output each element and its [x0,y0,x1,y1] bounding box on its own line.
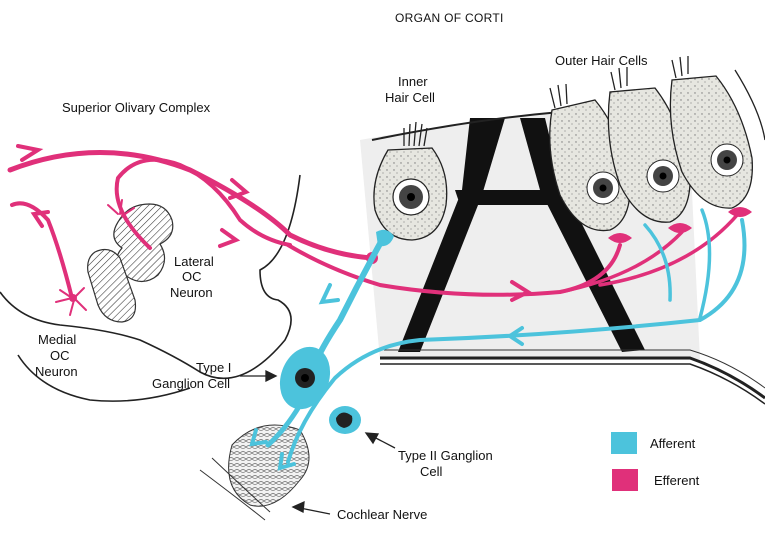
label-cochlear-nerve: Cochlear Nerve [337,507,427,522]
label-inner-hair-cell-1: Inner [398,74,428,89]
diagram-title: ORGAN OF CORTI [395,11,504,25]
efferent-fiber-medial [12,203,72,298]
label-lateral-oc-1: Lateral [174,254,214,269]
label-medial-oc-2: OC [50,348,70,363]
outer-hair-cells [550,56,765,231]
legend-swatch-efferent [612,469,638,491]
label-medial-oc-3: Neuron [35,364,78,379]
label-type2-1: Type II Ganglion [398,448,493,463]
label-medial-oc-1: Medial [38,332,76,347]
efferent-arrow-1 [18,146,38,160]
type-2-ganglion-cell [329,406,361,434]
label-inner-hair-cell-2: Hair Cell [385,90,435,105]
label-lateral-oc-2: OC [182,269,202,284]
label-type2-2: Cell [420,464,443,479]
label-type1-2: Ganglion Cell [152,376,230,391]
afferent-arrow-1 [322,285,338,302]
legend-label-efferent: Efferent [654,473,700,488]
label-type1-1: Type I [196,360,231,375]
efferent-arrow-2 [230,180,246,198]
label-lateral-oc-3: Neuron [170,285,213,300]
label-outer-hair-cells: Outer Hair Cells [555,53,648,68]
legend-label-afferent: Afferent [650,436,696,451]
type-1-ganglion-cell [272,340,339,417]
legend-swatch-afferent [611,432,637,454]
legend: Afferent Efferent [611,432,700,491]
label-superior-olivary-complex: Superior Olivary Complex [62,100,211,115]
efferent-arrow-3 [220,230,236,246]
